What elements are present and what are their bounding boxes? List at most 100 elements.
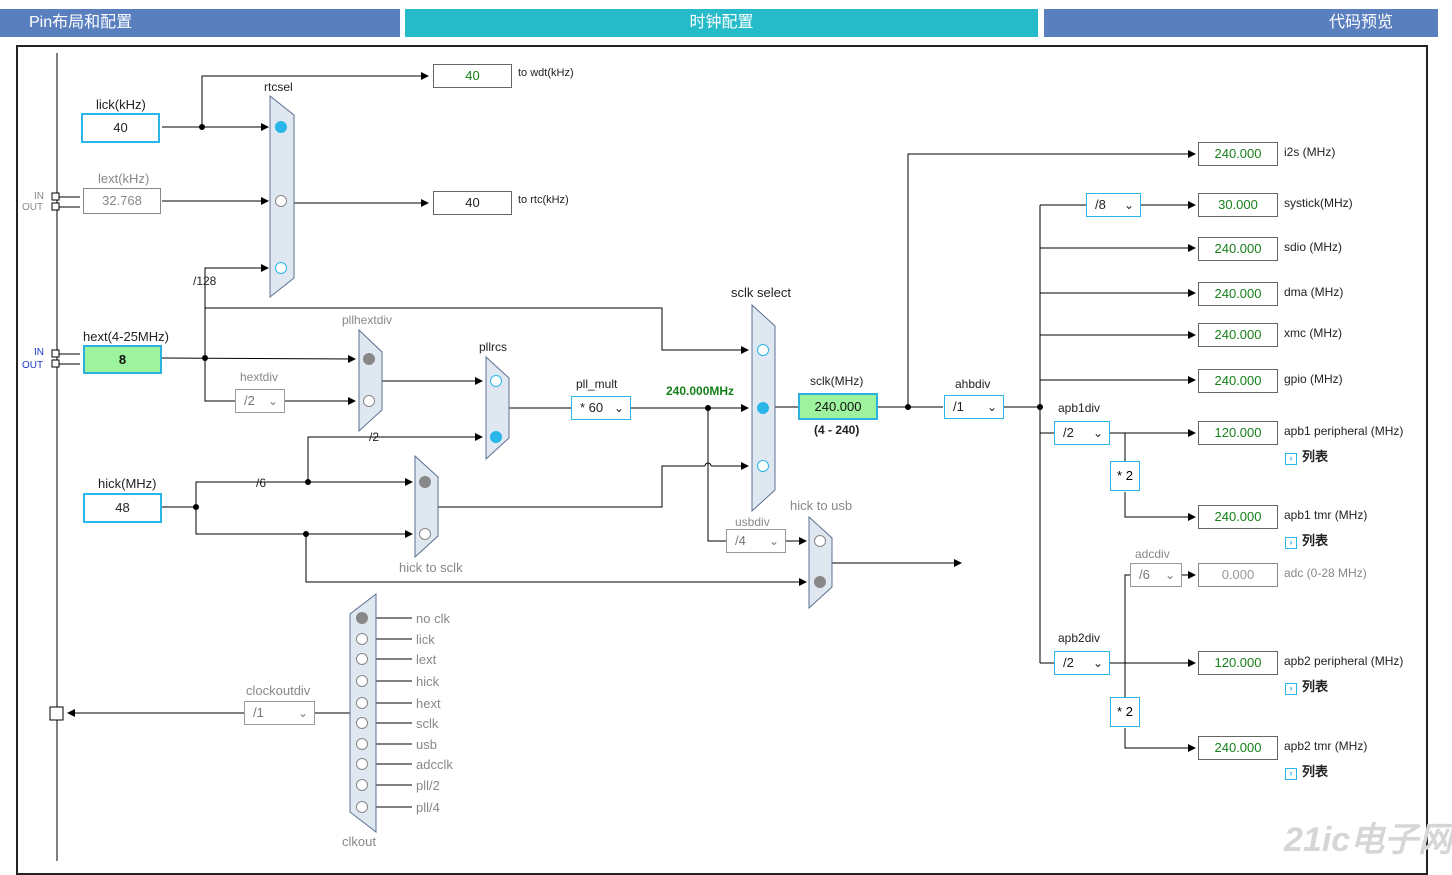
- chevron-down-icon: ⌄: [1092, 426, 1103, 440]
- apb2-peripheral-output: 120.000: [1198, 651, 1278, 675]
- hextdiv-label: hextdiv: [240, 370, 279, 384]
- sclk-select-label: sclk select: [731, 285, 791, 300]
- apb2-peripheral-label: apb2 peripheral (MHz): [1284, 654, 1404, 668]
- wdt-output: 40: [433, 64, 512, 88]
- clockoutdiv-select[interactable]: /1⌄: [244, 701, 315, 725]
- div6-label: /6: [256, 476, 267, 490]
- clkout-option[interactable]: pll/2: [416, 778, 440, 793]
- adc-label: adc (0-28 MHz): [1284, 566, 1367, 580]
- apb1-peripheral-list-link[interactable]: ›列表: [1285, 446, 1328, 465]
- apb1-tmr-output: 240.000: [1198, 505, 1278, 529]
- rtcsel-label: rtcsel: [264, 80, 293, 94]
- apb1-tmr-label: apb1 tmr (MHz): [1284, 508, 1368, 522]
- lick-input[interactable]: 40: [81, 113, 160, 143]
- sclk-range: (4 - 240): [814, 423, 860, 437]
- usbdiv-select[interactable]: /4⌄: [726, 529, 786, 553]
- tab-clock-config[interactable]: 时钟配置: [405, 9, 1038, 37]
- clkout-option[interactable]: pll/4: [416, 800, 440, 815]
- apb2-mul2-badge: * 2: [1110, 697, 1140, 727]
- pllhextdiv-mux: [358, 328, 383, 433]
- lick-label: lick(kHz): [96, 97, 146, 112]
- i2s-label: i2s (MHz): [1284, 145, 1336, 159]
- apb2-tmr-list-link[interactable]: ›列表: [1285, 761, 1328, 780]
- apb1-tmr-list-link[interactable]: ›列表: [1285, 530, 1328, 549]
- lext-label: lext(kHz): [98, 171, 150, 186]
- sclk-value[interactable]: 240.000: [798, 393, 878, 420]
- pllrcs-label: pllrcs: [479, 340, 508, 354]
- io-out-label: OUT: [22, 360, 44, 371]
- systick-div-select[interactable]: /8⌄: [1086, 193, 1141, 217]
- gpio-label: gpio (MHz): [1284, 372, 1343, 386]
- clkout-option[interactable]: usb: [416, 737, 437, 752]
- apb2-peripheral-list-link[interactable]: ›列表: [1285, 676, 1328, 695]
- io-in-label: IN: [34, 347, 44, 358]
- hextdiv-select[interactable]: /2⌄: [235, 389, 285, 413]
- chevron-down-icon: ⌄: [1123, 198, 1134, 212]
- tab-code-preview[interactable]: 代码预览: [1044, 9, 1438, 37]
- hick-to-usb-label: hick to usb: [790, 498, 853, 513]
- xmc-output: 240.000: [1198, 323, 1278, 347]
- hick-to-sclk-label: hick to sclk: [399, 560, 463, 575]
- chevron-down-icon: ⌄: [613, 401, 624, 415]
- pll-output-freq: 240.000MHz: [666, 384, 735, 398]
- pll-mult-label: pll_mult: [576, 377, 618, 391]
- chevron-down-icon: ⌄: [267, 394, 278, 408]
- hick-label: hick(MHz): [98, 476, 157, 491]
- i2s-output: 240.000: [1198, 142, 1278, 166]
- sdio-label: sdio (MHz): [1284, 240, 1343, 254]
- clkout-option[interactable]: hick: [416, 674, 440, 689]
- chevron-right-icon: ›: [1285, 453, 1297, 465]
- clock-tree-panel: [16, 45, 1428, 875]
- chevron-right-icon: ›: [1285, 537, 1297, 549]
- clkout-mux: [349, 592, 377, 834]
- chevron-right-icon: ›: [1285, 768, 1297, 780]
- clkout-label: clkout: [342, 834, 376, 849]
- chevron-down-icon: ⌄: [1164, 568, 1175, 582]
- clock-tree-diagram: [49, 53, 1196, 861]
- hick-to-sclk-mux: [414, 454, 439, 559]
- ahbdiv-label: ahbdiv: [955, 377, 991, 391]
- pll-mult-select[interactable]: * 60⌄: [571, 396, 631, 420]
- systick-label: systick(MHz): [1284, 196, 1353, 210]
- hick-to-usb-mux: [808, 515, 833, 610]
- hext-input[interactable]: 8: [83, 345, 162, 374]
- div2-label: /2: [369, 430, 380, 444]
- lext-input[interactable]: 32.768: [83, 188, 161, 214]
- apb2div-label: apb2div: [1058, 631, 1101, 645]
- watermark: 21ic电子网: [1284, 821, 1452, 859]
- gpio-output: 240.000: [1198, 369, 1278, 393]
- apb2-tmr-label: apb2 tmr (MHz): [1284, 739, 1368, 753]
- clkout-option[interactable]: sclk: [416, 716, 439, 731]
- dma-label: dma (MHz): [1284, 285, 1344, 299]
- div128-label: /128: [193, 274, 217, 288]
- clkout-option[interactable]: adcclk: [416, 757, 453, 772]
- adcdiv-select[interactable]: /6⌄: [1130, 563, 1182, 587]
- clkout-option[interactable]: lick: [416, 632, 435, 647]
- tab-pin-layout[interactable]: Pin布局和配置: [0, 9, 400, 37]
- clkout-option[interactable]: lext: [416, 652, 437, 667]
- io-in-label: IN: [34, 191, 44, 202]
- pllrcs-mux: [485, 355, 510, 461]
- apb1-peripheral-output: 120.000: [1198, 421, 1278, 445]
- dma-output: 240.000: [1198, 282, 1278, 306]
- clkout-option[interactable]: no clk: [416, 611, 450, 626]
- chevron-down-icon: ⌄: [297, 706, 308, 720]
- hick-input[interactable]: 48: [83, 493, 162, 523]
- apb1-mul2-badge: * 2: [1110, 461, 1140, 491]
- apb2-tmr-output: 240.000: [1198, 736, 1278, 760]
- rtc-output: 40: [433, 191, 512, 215]
- apb2div-select[interactable]: /2⌄: [1054, 651, 1110, 675]
- usbdiv-label: usbdiv: [735, 515, 770, 529]
- wdt-label: to wdt(kHz): [518, 67, 574, 79]
- chevron-down-icon: ⌄: [1092, 656, 1103, 670]
- sdio-output: 240.000: [1198, 237, 1278, 261]
- apb1div-label: apb1div: [1058, 401, 1101, 415]
- clockoutdiv-label: clockoutdiv: [246, 683, 311, 698]
- clkout-option[interactable]: hext: [416, 696, 441, 711]
- ahbdiv-select[interactable]: /1⌄: [944, 395, 1004, 419]
- io-out-label: OUT: [22, 202, 44, 213]
- apb1div-select[interactable]: /2⌄: [1054, 421, 1110, 445]
- chevron-right-icon: ›: [1285, 683, 1297, 695]
- chevron-down-icon: ⌄: [986, 400, 997, 414]
- chevron-down-icon: ⌄: [768, 534, 779, 548]
